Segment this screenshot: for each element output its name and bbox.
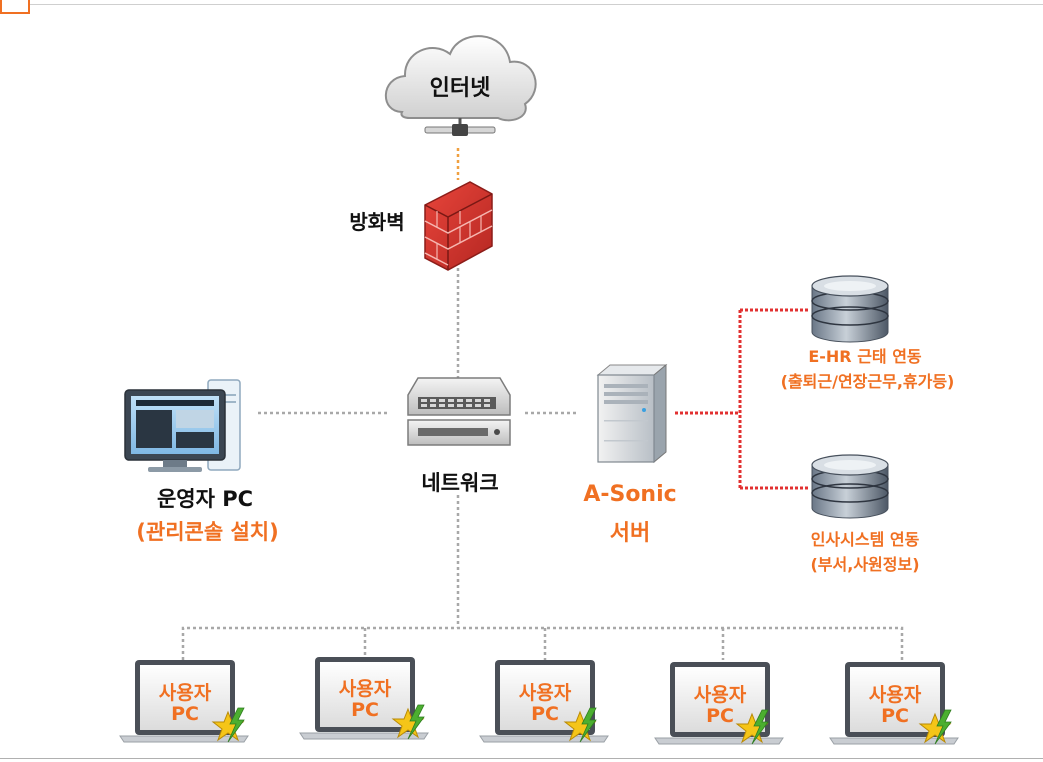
user-pc-1-icon	[119, 660, 249, 743]
user-pc-4-icon	[654, 662, 784, 745]
user-pc-3-label-line1: 사용자	[518, 682, 572, 704]
user-pc-3-label-line2: PC	[531, 703, 559, 725]
hr-db-label-line1: 인사시스템 연동	[810, 530, 920, 549]
user-pc-2-icon	[299, 657, 429, 740]
corner-marker	[0, 0, 30, 14]
network-label: 네트워크	[421, 471, 499, 495]
operator-pc-title: 운영자 PC	[156, 487, 254, 511]
user-pc-1-label-line2: PC	[171, 703, 199, 725]
ehr-db-label-line1: E-HR 근태 연동	[808, 347, 922, 366]
bottom-border	[0, 758, 1043, 759]
internet-cloud-icon	[384, 35, 537, 136]
link-users-bus	[181, 626, 904, 660]
operator-pc-icon	[124, 379, 241, 472]
firewall-label: 방화벽	[349, 210, 405, 234]
user-pc-5-label-line2: PC	[881, 705, 909, 727]
server-icon	[596, 363, 668, 464]
server-label-line2: 서버	[609, 521, 651, 546]
hr-db-label-line2: (부서,사원정보)	[810, 555, 920, 574]
ehr-db-label-line2: (출퇴근/연장근무,휴가등)	[780, 372, 955, 391]
user-pc-2-label-line2: PC	[351, 699, 379, 721]
hr-database-icon	[811, 454, 889, 519]
user-pc-3-icon	[479, 660, 609, 743]
user-pc-5-icon	[829, 662, 959, 745]
user-pc-1-label-line1: 사용자	[158, 682, 212, 704]
links	[181, 148, 904, 660]
user-pc-5-label-line1: 사용자	[868, 684, 922, 706]
user-pc-2-label-line1: 사용자	[338, 678, 392, 700]
top-border	[30, 4, 1043, 5]
internet-label: 인터넷	[429, 76, 491, 101]
ehr-database-icon	[811, 275, 889, 343]
server-label-line1: A-Sonic	[583, 482, 677, 507]
firewall-icon	[424, 181, 493, 271]
operator-pc-subtitle: (관리콘솔 설치)	[136, 520, 279, 544]
network-switch-icon	[407, 377, 511, 446]
user-pc-4-label-line1: 사용자	[693, 684, 747, 706]
link-server-databases	[675, 308, 808, 490]
user-pc-4-label-line2: PC	[706, 705, 734, 727]
